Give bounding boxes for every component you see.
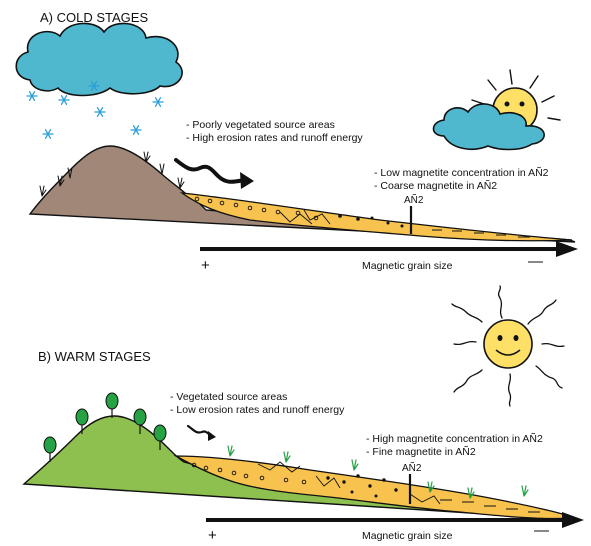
cold-source-hill bbox=[28, 145, 576, 243]
warm-basin-note-1: - High magnetite concentration in AÑ2 bbox=[366, 432, 543, 445]
grass-tuft-icon bbox=[57, 175, 65, 187]
grass-tuft-icon bbox=[521, 485, 529, 497]
cold-axis-label: Magnetic grain size bbox=[362, 260, 453, 272]
warm-source-note-2: - Low erosion rates and runoff energy bbox=[170, 404, 345, 416]
snowflake-icon bbox=[26, 91, 38, 101]
cold-basin-note-1: - Low magnetite concentration in AÑ2 bbox=[374, 166, 549, 179]
tree-icon bbox=[43, 436, 57, 462]
cold-stage-title: A) COLD STAGES bbox=[40, 10, 148, 25]
warm-axis-end: — bbox=[534, 522, 549, 539]
tree-icon bbox=[153, 424, 167, 450]
wavy-arrow-icon bbox=[186, 424, 216, 441]
snowflake-icon bbox=[130, 125, 142, 135]
sun-icon bbox=[451, 285, 565, 407]
cold-fine-grains bbox=[338, 214, 404, 228]
cold-basin-note-2: - Coarse magnetite in AÑ2 bbox=[374, 179, 497, 192]
cold-sediment-body bbox=[179, 192, 573, 242]
cold-stage-panel: A) COLD STAGES bbox=[15, 10, 578, 274]
warm-axis-label: Magnetic grain size bbox=[362, 530, 453, 542]
grass-tuft-icon bbox=[467, 487, 475, 499]
warm-source-hill bbox=[22, 415, 579, 521]
snowflake-icon bbox=[88, 81, 100, 91]
grass-tuft-icon bbox=[159, 163, 165, 175]
grass-tuft-icon bbox=[283, 451, 291, 463]
tree-icon bbox=[75, 408, 89, 434]
warm-coarse-grains bbox=[191, 462, 307, 485]
cold-axis-end: — bbox=[528, 253, 543, 270]
snowflake-icon bbox=[58, 95, 70, 105]
warm-laminae bbox=[440, 499, 540, 513]
partly-cloudy-icon bbox=[432, 69, 561, 151]
cold-source-note-1: - Poorly vegetated source areas bbox=[186, 119, 335, 131]
small-cloud-icon bbox=[432, 103, 545, 151]
tree-icon bbox=[133, 408, 147, 434]
cold-laminae bbox=[432, 229, 530, 238]
grass-tuft-icon bbox=[227, 445, 235, 457]
storm-cloud-icon bbox=[15, 22, 183, 97]
cold-axis-start: + bbox=[201, 257, 210, 274]
sparse-vegetation bbox=[39, 151, 185, 197]
grass-tuft-icon bbox=[143, 151, 151, 163]
grass-tuft-icon bbox=[67, 167, 73, 179]
warm-stage-title: B) WARM STAGES bbox=[38, 349, 151, 364]
warm-stage-panel: B) WARM STAGES - Vegetated source areas … bbox=[22, 285, 584, 544]
cold-coarse-grains bbox=[194, 196, 319, 221]
cold-grain-size-axis bbox=[200, 241, 578, 257]
warm-core-label: AÑ2 bbox=[402, 461, 422, 474]
snowflake-icon bbox=[152, 97, 164, 107]
snowflake-icon bbox=[42, 129, 54, 139]
cold-core-label: AÑ2 bbox=[404, 193, 424, 206]
warm-fine-grains bbox=[326, 474, 398, 498]
snowflake-icon bbox=[94, 107, 106, 117]
grass-tuft-icon bbox=[351, 459, 359, 471]
snowflakes bbox=[26, 81, 164, 139]
grass-tuft-icon bbox=[177, 177, 185, 189]
warm-basin-note-2: - Fine magnetite in AÑ2 bbox=[366, 445, 476, 458]
cold-source-note-2: - High erosion rates and runoff energy bbox=[186, 132, 363, 144]
tree-icon bbox=[105, 392, 119, 418]
grass-tuft-icon bbox=[39, 185, 47, 197]
warm-grain-size-axis bbox=[206, 512, 584, 528]
grass-tuft-icon bbox=[427, 481, 435, 493]
floodplain-vegetation bbox=[227, 445, 529, 499]
warm-source-note-1: - Vegetated source areas bbox=[170, 391, 287, 403]
wavy-arrow-icon bbox=[174, 158, 254, 189]
forest bbox=[43, 392, 167, 462]
warm-axis-start: + bbox=[208, 527, 217, 544]
